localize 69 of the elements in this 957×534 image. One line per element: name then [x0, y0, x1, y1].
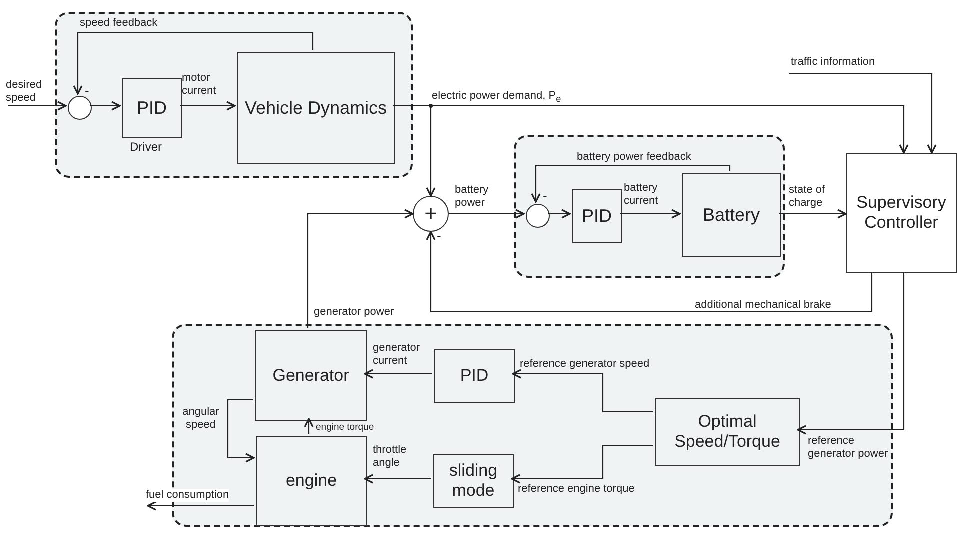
sign-label: - [85, 84, 90, 97]
arrow [511, 445, 653, 484]
block-label: Supervisory Controller [856, 193, 948, 233]
block-label: engine [286, 471, 338, 491]
block [433, 454, 514, 508]
edge-label: engine torque [316, 421, 374, 434]
arrow [147, 501, 254, 511]
block-label: sliding mode [448, 461, 499, 501]
subsystem-panel [55, 12, 413, 178]
arrow [797, 273, 905, 435]
edge-label: angular speed [182, 406, 220, 432]
block [255, 330, 367, 421]
edge-label: reference generator power [808, 435, 890, 461]
summing-junction [68, 96, 92, 120]
block [434, 349, 515, 403]
block-label: PID [136, 98, 167, 118]
edge-label: motor current [182, 72, 218, 98]
block-label: Generator [272, 366, 350, 386]
summing-junction [526, 204, 550, 228]
block-label: PID [582, 206, 612, 226]
arrow [789, 73, 937, 154]
subsystem-panel [514, 135, 785, 278]
edge-label: throttle angle [373, 444, 408, 470]
block-label: + [424, 201, 438, 227]
sign-label: - [543, 189, 548, 202]
block [256, 436, 367, 526]
edge-label: generator current [373, 342, 422, 368]
arrow [512, 369, 653, 413]
arrow [73, 32, 314, 95]
arrow [90, 101, 121, 111]
block [846, 153, 957, 273]
edge-label: reference engine torque [518, 483, 635, 496]
summing-junction [413, 196, 449, 232]
block [237, 52, 395, 164]
edge-label: battery power feedback [577, 151, 692, 164]
arrow [548, 209, 571, 219]
arrow [779, 209, 847, 219]
edge-label: desired speed [6, 79, 44, 105]
block [122, 78, 182, 138]
edge-label: battery current [624, 182, 660, 208]
block-label: Vehicle Dynamics [244, 98, 388, 118]
edge-label: state of charge [789, 184, 826, 210]
edge-label: reference generator speed [520, 358, 650, 371]
arrow [449, 209, 525, 219]
edge-label: electric power demand, P$_{e}$ [432, 90, 562, 106]
arrow [180, 101, 236, 111]
block [682, 173, 781, 257]
arrow [307, 209, 414, 328]
edge-label: generator power [314, 306, 394, 319]
arrow [364, 369, 432, 379]
edge-label: speed feedback [80, 17, 158, 30]
block [572, 189, 622, 243]
arrow [620, 209, 681, 219]
arrow [8, 101, 67, 111]
block [655, 398, 800, 466]
block-label: Optimal Speed/Torque [674, 412, 782, 452]
arrow [227, 399, 255, 463]
arrow [304, 418, 314, 434]
arrow [531, 165, 731, 203]
arrow [426, 231, 873, 313]
block-label: PID [460, 366, 489, 386]
edge-label: additional mechanical brake [695, 299, 832, 312]
edge-label: fuel consumption [146, 489, 230, 502]
edge-label: battery power [455, 184, 490, 210]
edge-label: traffic information [791, 56, 876, 69]
sign-label: - [437, 229, 442, 242]
block-label: Battery [702, 204, 760, 226]
arrow [364, 474, 431, 484]
block-caption: Driver [130, 141, 162, 154]
